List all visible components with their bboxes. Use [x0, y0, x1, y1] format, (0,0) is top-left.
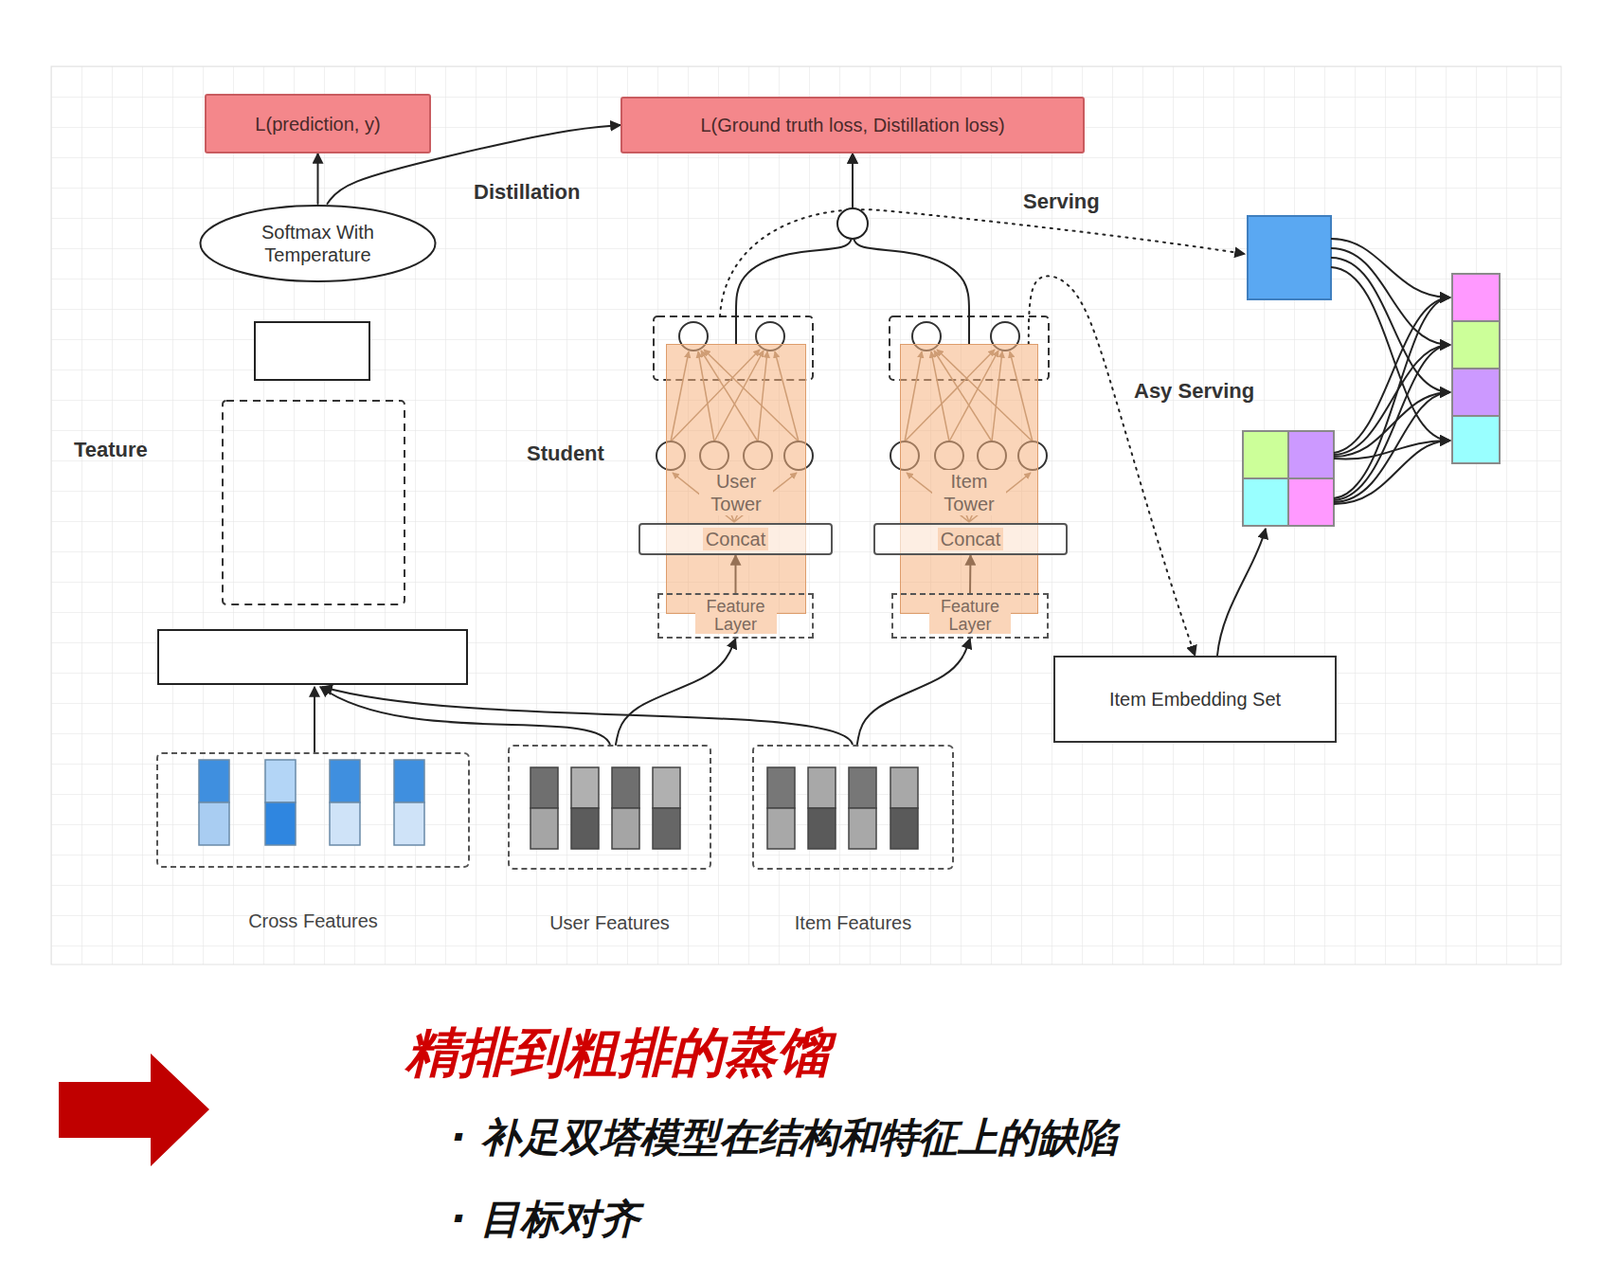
feature-wire	[322, 686, 853, 745]
connector	[736, 153, 853, 344]
node-text: Concat	[702, 527, 769, 551]
teacher-layers-box	[222, 400, 405, 605]
score-cell	[1452, 273, 1500, 322]
node-text: Item Embedding Set	[1109, 687, 1281, 711]
tower-label-holder: User Tower	[666, 469, 806, 516]
feature-bar	[265, 802, 296, 845]
score-wire	[1333, 392, 1451, 503]
node-text: Feature Layer	[929, 597, 1011, 634]
embedding-set-box: Item Embedding Set	[1053, 655, 1337, 743]
score-cell	[1452, 415, 1500, 464]
connector	[852, 153, 970, 344]
feature-group-box: Cross Features	[156, 752, 470, 868]
node-text: L(prediction, y)	[254, 112, 380, 136]
teacher-output-box	[254, 322, 370, 380]
loss-box: L(prediction, y)	[204, 93, 432, 154]
connector	[615, 638, 737, 745]
feature-group-box: User Features	[507, 744, 712, 870]
score-cell	[1452, 321, 1500, 369]
score-cell	[1452, 368, 1500, 416]
user-embedding-square	[1247, 215, 1331, 300]
feature-bar	[530, 767, 558, 809]
node-text: Softmax With Temperature	[237, 220, 399, 267]
node-text: Item Tower	[932, 469, 1007, 516]
feature-bar	[265, 759, 296, 803]
score-wire	[1333, 392, 1451, 457]
bullet-point: · 补足双塔模型在结构和特征上的缺陷	[450, 1114, 1117, 1162]
feature-bar	[571, 808, 599, 849]
feature-bar	[329, 759, 360, 803]
feature-group-box: Item Features	[752, 744, 954, 870]
connector	[1028, 275, 1196, 656]
loss-box: L(Ground truth loss, Distillation loss)	[620, 96, 1085, 154]
feature-bar	[652, 808, 681, 849]
bullet-point: · 目标对齐	[450, 1195, 640, 1243]
score-wire	[1333, 344, 1451, 455]
feature-bar	[890, 808, 918, 849]
model-label: Teature	[73, 437, 148, 463]
teacher-input-box	[158, 629, 468, 684]
feature-bar	[611, 808, 640, 849]
feature-bar	[329, 802, 360, 845]
feature-bar	[808, 808, 836, 849]
feature-bar	[767, 767, 795, 809]
score-wire	[1330, 238, 1451, 298]
node-text: User Tower	[699, 469, 774, 516]
feature-bar	[530, 808, 558, 849]
item-embedding-cell	[1288, 431, 1334, 479]
lookup-wire	[1217, 528, 1266, 656]
feature-bar	[394, 802, 425, 845]
feature-bar	[611, 767, 640, 809]
concat-bar: Concat	[873, 522, 1068, 556]
concat-bar: Concat	[638, 522, 833, 556]
feature-bar	[808, 767, 836, 809]
score-wire	[1330, 257, 1451, 393]
ellipse-outline	[198, 203, 437, 284]
node-text: Cross Features	[120, 909, 506, 933]
merge-circle	[837, 208, 868, 239]
tower-box: ConcatFeature LayerItem Tower	[899, 343, 1039, 614]
score-wire	[1333, 440, 1451, 504]
feature-bar	[394, 759, 425, 803]
item-embedding-cell	[1288, 478, 1334, 526]
serving-wire	[719, 209, 1245, 317]
edge-label: Asy Serving	[1133, 378, 1255, 404]
ellipse-shape	[200, 205, 436, 282]
slide-title: 精排到粗排的蒸馏	[405, 1023, 830, 1082]
node-text: Concat	[937, 527, 1004, 551]
feature-wire	[313, 686, 316, 753]
softmax-ellipse: Softmax With Temperature	[198, 203, 437, 284]
feature-bar	[890, 767, 918, 809]
node-text: L(Ground truth loss, Distillation loss)	[700, 113, 1005, 137]
feature-bar	[198, 759, 230, 803]
node-text: Item Features	[716, 911, 990, 935]
item-embedding-cell	[1242, 478, 1289, 526]
feature-layer-box: Feature Layer	[657, 593, 814, 639]
bullet-arrow	[58, 1053, 210, 1167]
feature-bar	[767, 808, 795, 849]
tower-label-holder: Item Tower	[900, 469, 1038, 516]
tower-box: ConcatFeature LayerUser Tower	[665, 343, 807, 614]
model-label: Student	[526, 441, 605, 467]
feature-layer-box: Feature Layer	[891, 593, 1049, 639]
feature-bar	[571, 767, 599, 809]
connector	[317, 153, 320, 204]
grid-background	[51, 66, 1562, 965]
node-text: Feature Layer	[695, 597, 777, 634]
flow-label: Serving	[1023, 189, 1100, 215]
edge-label: Distillation	[473, 179, 580, 205]
node-text: User Features	[471, 911, 748, 935]
connector	[857, 638, 971, 745]
feature-bar	[652, 767, 681, 809]
item-embedding-cell	[1242, 431, 1289, 479]
feature-bar	[198, 802, 230, 845]
feature-bar	[848, 808, 877, 849]
feature-bar	[848, 767, 877, 809]
